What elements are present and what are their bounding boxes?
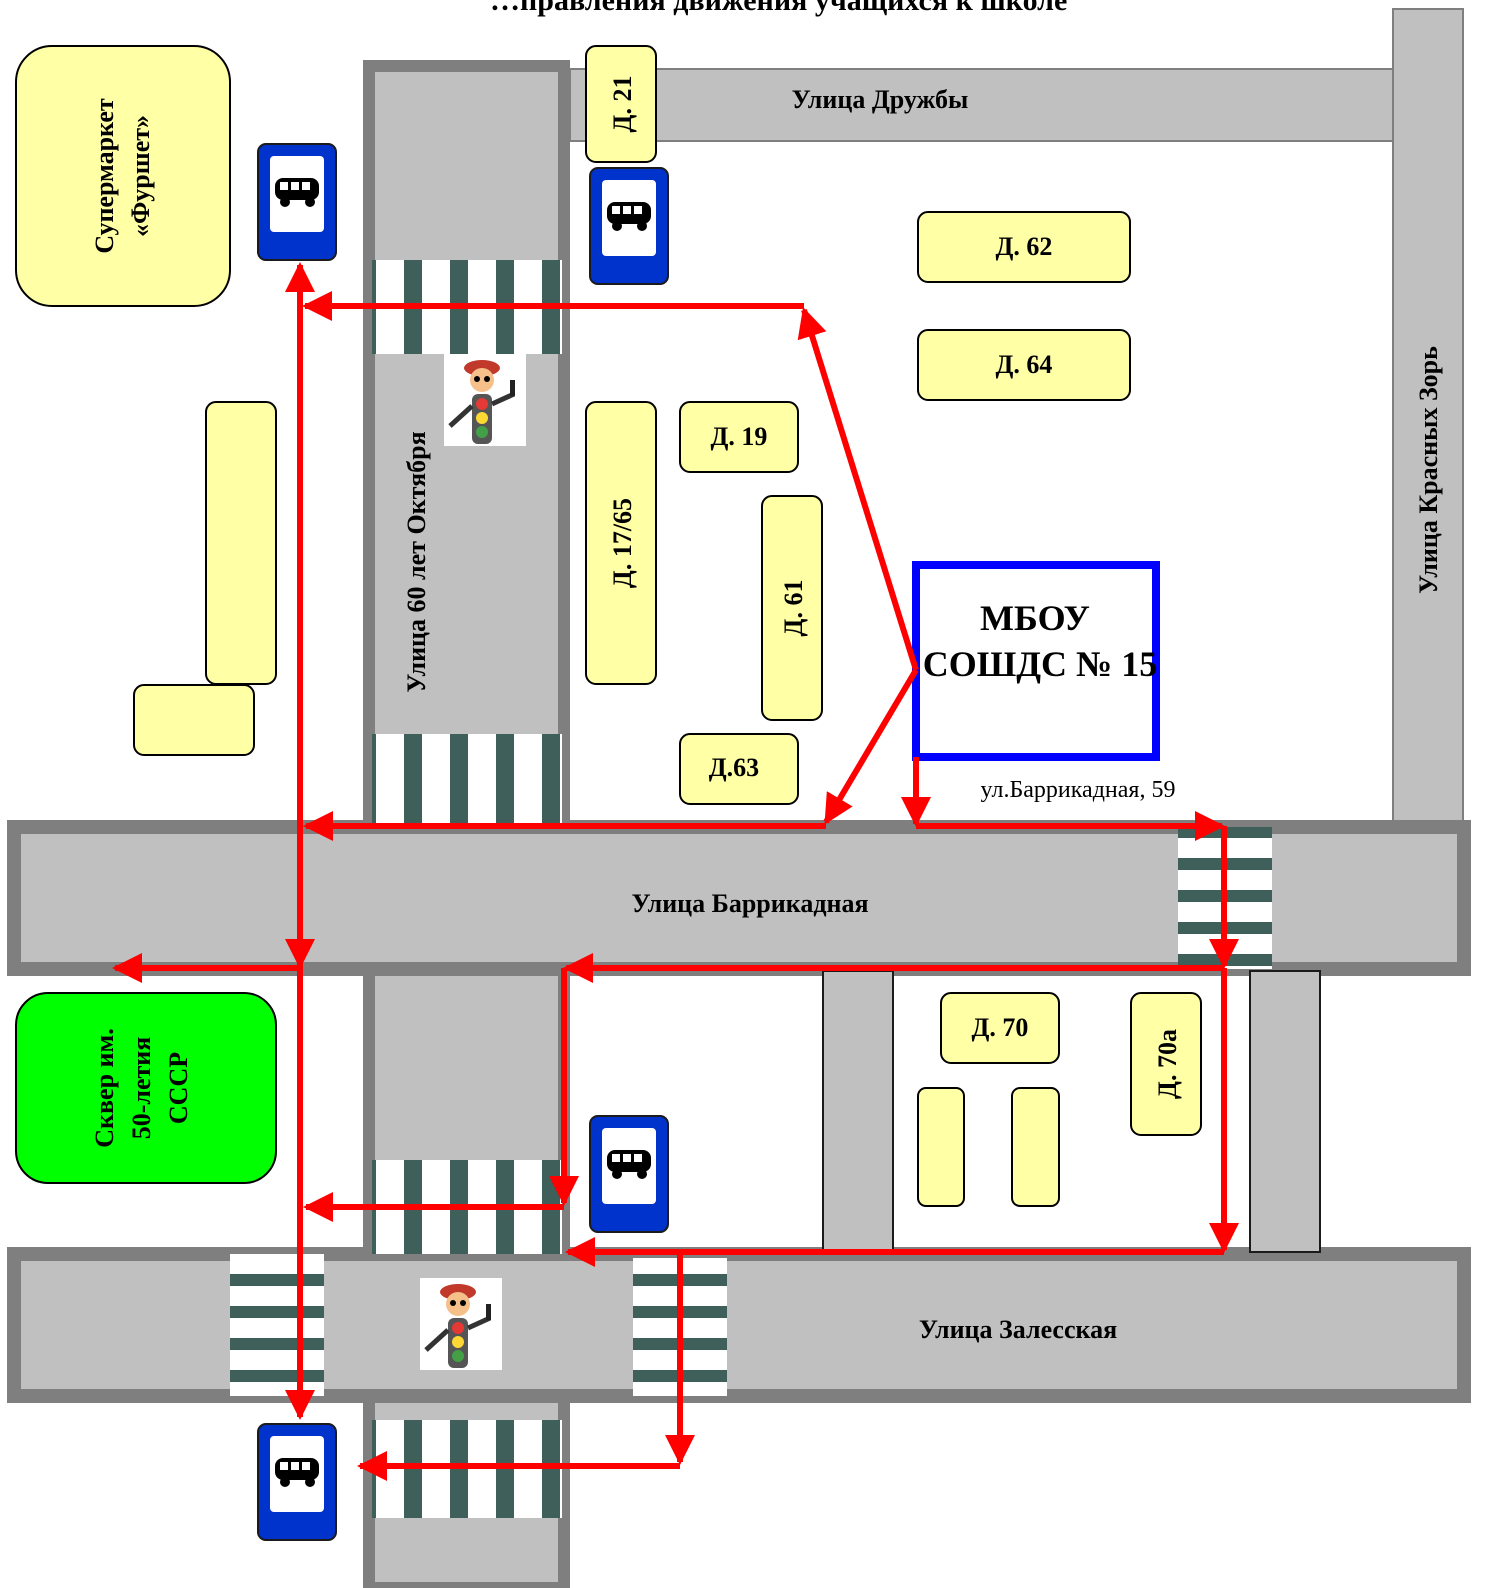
supermarket-name: «Фуршет» [126,115,155,237]
house-d19 [679,401,799,473]
house-d17-65-label: Д. 17/65 [608,498,637,588]
traffic-officer-icon [420,1278,502,1370]
street-label-zalesskaya: Улица Залесская [919,1315,1117,1344]
house-d70-label: Д. 70 [972,1013,1029,1042]
street-label-druzhby: Улица Дружбы [792,85,969,114]
school-name-line1: МБОУ [980,598,1090,638]
crosswalks [230,260,1272,1518]
road-druzhby [569,68,1394,142]
bus-stop-icon [589,167,669,285]
crosswalk [372,734,562,826]
map-title: …правления движения учащихся к школе [490,0,1067,17]
route-segment [823,668,919,825]
route-lines [112,262,1239,1481]
house-d21-label: Д. 21 [608,76,637,133]
road-side-right [1249,970,1321,1253]
house-d64-label: Д. 64 [996,350,1053,379]
bus-stop-icon [589,1115,669,1233]
school-address: ул.Баррикадная, 59 [981,777,1176,803]
building [917,1087,965,1207]
crosswalk [230,1254,324,1396]
house-d70a-label: Д. 70а [1153,1029,1182,1099]
building [133,684,255,756]
house-d21 [585,45,657,163]
park-label-line2: 50-летия [127,1037,156,1140]
street-label-krasnykh-zor: Улица Красных Зорь [1414,346,1443,594]
park-label-line1: Сквер им. [90,1028,119,1148]
supermarket-building [15,45,231,307]
house-d62 [917,211,1131,283]
park-label-line3: СССР [164,1052,193,1124]
bus-stop-icon [257,143,337,261]
building [205,401,277,685]
house-d62-label: Д. 62 [996,232,1053,261]
traffic-officer-icon [444,354,526,446]
street-label-oktyabrya: Улица 60 лет Октября [402,431,431,692]
house-d63-label: Д.63 [709,753,759,782]
school-building [912,561,1160,761]
house-d63 [679,733,799,805]
street-label-barrikadnaya: Улица Баррикадная [631,889,868,918]
bus-stop-icon [257,1423,337,1541]
route-segment [797,307,919,671]
house-d70a [1130,992,1202,1136]
supermarket-label: Супермаркет [90,98,119,254]
school-name-line2: СОШДС № 15 [923,644,1157,684]
house-d61 [761,495,823,721]
house-d64 [917,329,1131,401]
house-d19-label: Д. 19 [711,422,768,451]
house-d70 [940,992,1060,1064]
building [1011,1087,1060,1207]
road-side-left [822,970,894,1253]
house-d17-65 [585,401,657,685]
house-d61-label: Д. 61 [779,580,808,637]
park-area [15,992,277,1184]
